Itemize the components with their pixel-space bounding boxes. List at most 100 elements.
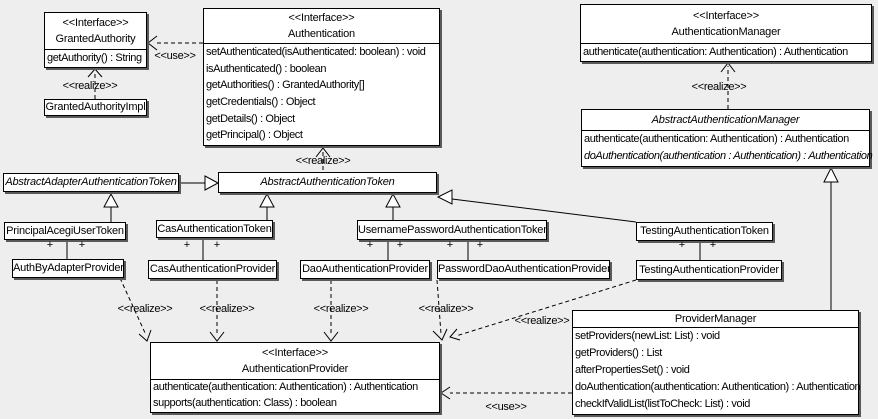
class-method: authenticate(authentication: Authenticat… <box>583 46 848 58</box>
class-username-password-authentication-token: UsernamePasswordAuthenticationToken <box>357 220 547 240</box>
class-name: GrantedAuthority <box>55 33 136 45</box>
class-header: PasswordDaoAuthenticationProvider <box>438 261 609 278</box>
edge-label-use-granted-authority: <<use>> <box>154 50 196 62</box>
multiplicity-plus: + <box>678 239 686 251</box>
class-stereotype: <<Interface>> <box>288 11 355 24</box>
class-authentication: <<Interface>> Authentication setAuthentica… <box>203 8 440 146</box>
class-method: setProviders(newList: List) : void <box>575 330 720 342</box>
class-method: afterPropertiesSet() : void <box>575 364 690 376</box>
class-stereotype: <<Interface>> <box>62 16 129 29</box>
class-header: DaoAuthenticationProvider <box>301 261 429 278</box>
class-abstract-authentication-manager: AbstractAuthenticationManager authenticat… <box>581 109 873 167</box>
class-abstract-authentication-token: AbstractAuthenticationToken <box>218 172 437 193</box>
class-granted-authority-impl: GrantedAuthorityImpl <box>44 99 147 116</box>
class-authentication-manager: <<Interface>> AuthenticationManager authen… <box>580 4 872 62</box>
multiplicity-plus: + <box>78 239 86 251</box>
class-name: GrantedAuthorityImpl <box>45 101 146 114</box>
edge-label-realize-abstract-manager: <<realize>> <box>691 81 747 93</box>
multiplicity-plus: + <box>446 239 454 251</box>
class-name: CasAuthenticationProvider <box>149 263 276 276</box>
class-name: AbstractAuthenticationManager <box>651 113 800 126</box>
class-header: <<Interface>>AuthenticationProvider <box>151 343 439 380</box>
generalization-edges <box>110 182 832 310</box>
edge-label-realize-granted-authority: <<realize>> <box>62 80 118 92</box>
class-name: PasswordDaoAuthenticationProvider <box>438 263 609 276</box>
class-method: authenticate(authentication: Authenticat… <box>153 381 418 393</box>
class-header: TestingAuthenticationProvider <box>637 261 781 279</box>
class-name: TestingAuthenticationProvider <box>639 263 779 276</box>
edge-passworddao-realize <box>436 279 442 335</box>
edge-label-realize-auth-by-adapter: <<realize>> <box>117 303 173 315</box>
multiplicity-plus: + <box>183 239 191 251</box>
class-testing-authentication-provider: TestingAuthenticationProvider <box>636 260 782 280</box>
class-provider-manager: ProviderManager setProviders(newList: Lis… <box>572 310 861 415</box>
class-header: CasAuthenticationToken <box>157 221 272 237</box>
class-methods: authenticate(authentication: Authenticat… <box>581 44 871 60</box>
class-auth-by-adapter-provider: AuthByAdapterProvider <box>12 259 124 278</box>
class-dao-authentication-provider: DaoAuthenticationProvider <box>300 260 430 279</box>
multiplicity-plus: + <box>396 239 404 251</box>
class-method: getProviders() : List <box>575 347 662 359</box>
multiplicity-plus: + <box>366 239 374 251</box>
class-name: TestingAuthenticationToken <box>640 225 769 238</box>
class-methods: setProviders(newList: List) : void getPro… <box>573 328 861 413</box>
class-name: ProviderManager <box>674 312 757 325</box>
class-name: DaoAuthenticationProvider <box>302 263 428 276</box>
edge-label-realize-testing-provider: <<realize>> <box>514 315 570 327</box>
class-method: isAuthenticated() : boolean <box>206 62 327 75</box>
class-granted-authority: <<Interface>> GrantedAuthority getAuthorit… <box>44 12 147 68</box>
class-method: authenticate(authentication: Authenticat… <box>584 133 849 145</box>
multiplicity-plus: + <box>46 239 54 251</box>
class-method: supports(authentication: Class) : boolea… <box>153 396 337 409</box>
class-method: setAuthenticated(isAuthenticated: boolea… <box>206 46 426 58</box>
class-header: AbstractAuthenticationManager <box>582 110 869 131</box>
class-header: TestingAuthenticationToken <box>637 223 772 240</box>
edge-label-realize-dao-provider: <<realize>> <box>313 303 369 315</box>
class-header: ProviderManager <box>573 311 858 328</box>
class-cas-authentication-token: CasAuthenticationToken <box>156 220 273 238</box>
class-stereotype: <<Interface>> <box>262 346 328 359</box>
edge-testingprovider-realize <box>455 279 637 337</box>
class-name: AbstractAdapterAuthenticationToken <box>5 176 177 189</box>
class-methods: setAuthenticated(isAuthenticated: boolea… <box>204 44 439 144</box>
class-header: <<Interface>> GrantedAuthority <box>45 13 146 50</box>
multiplicity-plus: + <box>213 239 221 251</box>
class-name: AuthenticationManager <box>671 26 781 38</box>
class-cas-authentication-provider: CasAuthenticationProvider <box>148 260 277 279</box>
dashed-edges <box>94 42 729 394</box>
class-header: <<Interface>> Authentication <box>204 9 439 44</box>
class-header: GrantedAuthorityImpl <box>45 100 146 115</box>
class-method: doAuthentication(authentication: Authent… <box>575 381 861 393</box>
class-name: Authentication <box>288 28 355 40</box>
edge-label-use-provider-manager: <<use>> <box>485 401 527 413</box>
multiplicity-plus: + <box>709 239 717 251</box>
generalization-arrowheads <box>103 166 839 208</box>
class-testing-authentication-token: TestingAuthenticationToken <box>636 222 773 241</box>
dashed-arrowheads <box>87 35 736 400</box>
class-header: PrincipalAcegiUserToken <box>5 223 125 239</box>
class-methods: getAuthority() : String <box>45 50 146 66</box>
class-stereotype: <<Interface>> <box>693 9 759 22</box>
class-method: getDetails() : Object <box>206 112 295 125</box>
edge-authbyadapter-realize <box>119 277 147 336</box>
class-method: getAuthority() : String <box>47 52 142 64</box>
class-name: AuthByAdapterProvider <box>13 262 123 275</box>
class-name: CasAuthenticationToken <box>157 222 272 235</box>
class-password-dao-authentication-provider: PasswordDaoAuthenticationProvider <box>437 260 610 279</box>
class-header: AuthByAdapterProvider <box>13 260 123 277</box>
class-method: getAuthorities() : GrantedAuthority[] <box>206 79 365 92</box>
edge-label-realize-password-dao-provider: <<realize>> <box>418 303 474 315</box>
class-method: getPrincipal() : Object <box>206 129 303 142</box>
multiplicity-plus: + <box>476 239 484 251</box>
class-header: AbstractAdapterAuthenticationToken <box>4 174 178 191</box>
class-header: CasAuthenticationProvider <box>149 261 276 278</box>
class-abstract-adapter-authentication-token: AbstractAdapterAuthenticationToken <box>3 173 179 192</box>
class-methods: authenticate(authentication: Authenticat… <box>151 380 439 411</box>
class-name: AbstractAuthenticationToken <box>260 176 395 189</box>
edge-label-realize-abstract-token: <<realize>> <box>295 155 351 167</box>
class-method: getCredentials() : Object <box>206 95 316 108</box>
edge-testingtoken-to-abstracttoken <box>451 198 637 223</box>
